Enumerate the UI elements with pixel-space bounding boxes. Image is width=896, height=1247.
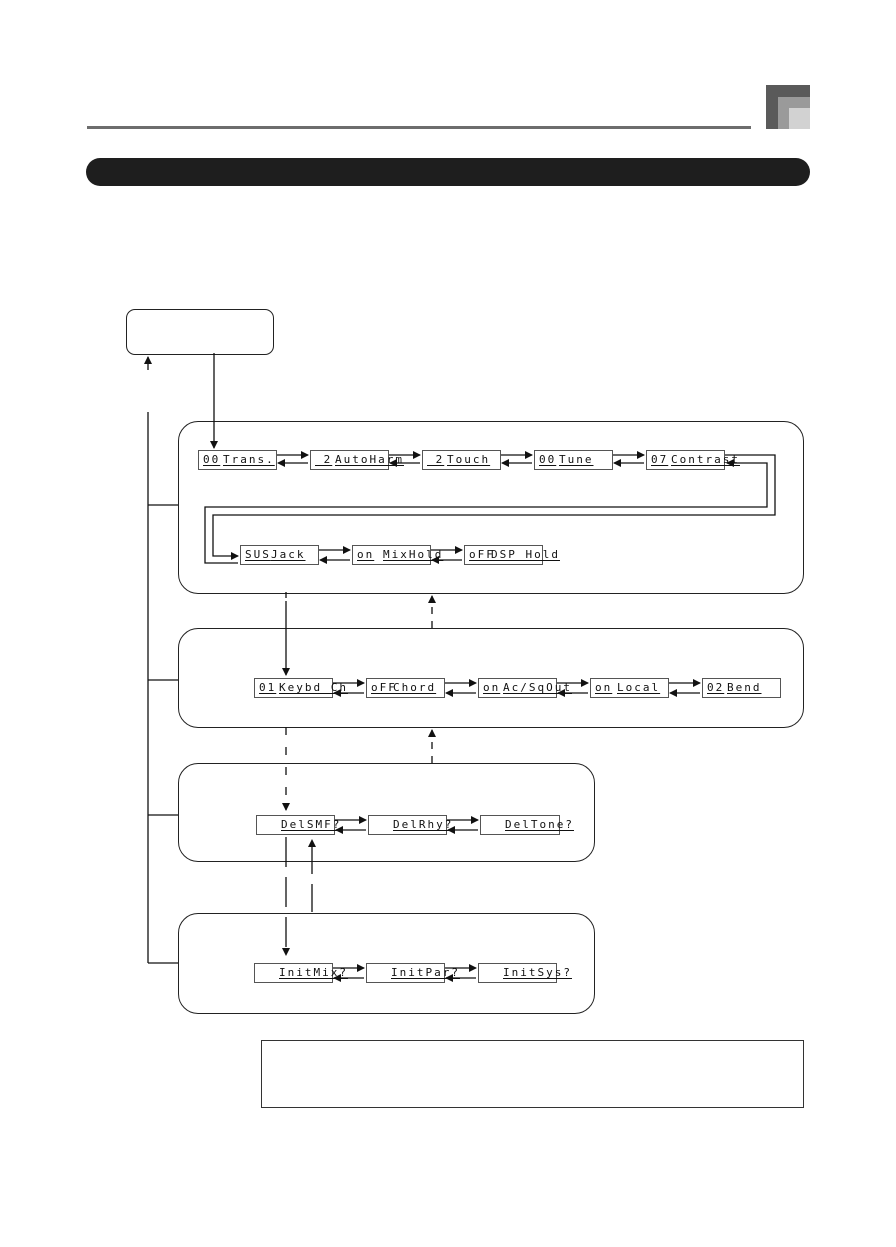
lcd-label: DSP Hold xyxy=(491,548,560,561)
lcd-value: 2 xyxy=(315,453,333,466)
lcd-value: on xyxy=(357,548,375,561)
lcd-local: on Local xyxy=(590,678,669,698)
lcd-label: DelTone? xyxy=(505,818,574,831)
note-box xyxy=(261,1040,804,1108)
section-title-bar xyxy=(86,158,810,186)
lcd-label: Jack xyxy=(271,548,306,561)
lcd-accomp-out: on Ac/SqOut xyxy=(478,678,570,698)
lcd-autoharm: 2 AutoHarm xyxy=(310,450,402,470)
corner-tab-light xyxy=(789,108,810,129)
lcd-label: InitPar? xyxy=(391,966,460,979)
lcd-value: oFF xyxy=(469,548,495,561)
header-rule xyxy=(87,126,751,129)
lcd-label: Chord xyxy=(393,681,437,694)
lcd-value: 2 xyxy=(427,453,445,466)
lcd-value: 00 xyxy=(203,453,221,466)
lcd-transpose: 00 Trans. xyxy=(198,450,277,470)
lcd-value: SUS xyxy=(245,548,271,561)
group-box-3 xyxy=(178,763,595,862)
lcd-value: 01 xyxy=(259,681,277,694)
lcd-dsp-hold: oFF DSP Hold xyxy=(464,545,558,565)
lcd-init-mix: InitMix? xyxy=(254,963,346,983)
lcd-label: DelSMF? xyxy=(281,818,342,831)
lcd-mixhold: on MixHold xyxy=(352,545,441,565)
lcd-label: Local xyxy=(617,681,661,694)
lcd-delete-rhythm: DelRhy? xyxy=(368,815,451,835)
lcd-init-part: InitPar? xyxy=(366,963,458,983)
lcd-init-system: InitSys? xyxy=(478,963,570,983)
lcd-keyboard-channel: 01 Keybd Ch xyxy=(254,678,346,698)
lcd-label: InitSys? xyxy=(503,966,572,979)
lcd-value: on xyxy=(595,681,613,694)
lcd-chord: oFF Chord xyxy=(366,678,445,698)
lcd-label: InitMix? xyxy=(279,966,348,979)
start-box xyxy=(126,309,274,355)
lcd-label: DelRhy? xyxy=(393,818,454,831)
lcd-label: Touch xyxy=(447,453,491,466)
lcd-label: Contrast xyxy=(671,453,740,466)
lcd-delete-smf: DelSMF? xyxy=(256,815,339,835)
lcd-value: 02 xyxy=(707,681,725,694)
lcd-bend: 02 Bend xyxy=(702,678,781,698)
lcd-label: Tune xyxy=(559,453,594,466)
lcd-label: Ac/SqOut xyxy=(503,681,572,694)
lcd-label: Trans. xyxy=(223,453,275,466)
lcd-tune: 00 Tune xyxy=(534,450,613,470)
lcd-label: Bend xyxy=(727,681,762,694)
lcd-label: AutoHarm xyxy=(335,453,404,466)
lcd-delete-tone: DelTone? xyxy=(480,815,572,835)
lcd-value: 00 xyxy=(539,453,557,466)
lcd-value: 07 xyxy=(651,453,669,466)
lcd-value: oFF xyxy=(371,681,397,694)
lcd-contrast: 07 Contrast xyxy=(646,450,738,470)
lcd-label: Keybd Ch xyxy=(279,681,348,694)
lcd-label: MixHold xyxy=(383,548,444,561)
lcd-value: on xyxy=(483,681,501,694)
lcd-touch: 2 Touch xyxy=(422,450,501,470)
lcd-jack: SUS Jack xyxy=(240,545,319,565)
